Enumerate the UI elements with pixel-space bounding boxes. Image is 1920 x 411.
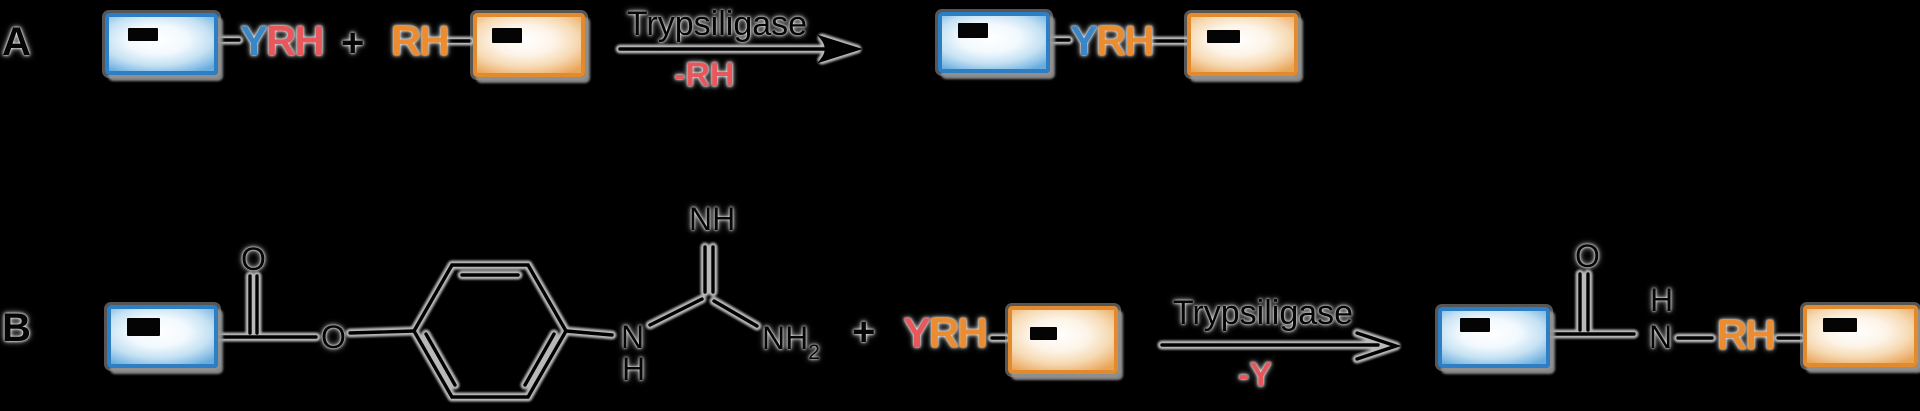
panel-a-label: A	[2, 20, 31, 64]
bond-lines	[216, 34, 1803, 399]
product-linker-rh: RH	[1717, 311, 1776, 358]
linker-yrh: YRH	[240, 17, 325, 64]
linker-letter-h: H	[1124, 17, 1154, 64]
linker-letter-h: H	[294, 17, 324, 64]
aniline-hydrogen-label: H	[622, 351, 646, 387]
ring-double-bond	[424, 332, 457, 387]
linker-rh: RH	[391, 17, 450, 64]
bond	[564, 329, 614, 337]
amine-nh-text: NH	[762, 320, 809, 356]
bond	[348, 329, 416, 335]
panel-b-label: B	[2, 306, 31, 350]
protein-box-blue	[107, 305, 218, 368]
linker-letter-y: Y	[1070, 17, 1098, 64]
bond	[648, 297, 704, 327]
protein-box-orange	[1187, 13, 1298, 76]
enzyme-label: Trypsiligase	[626, 5, 808, 43]
redacted-label-bar	[492, 28, 522, 43]
linker-letter-r: R	[391, 17, 421, 64]
amide-nitrogen-label: N	[1649, 319, 1673, 355]
redacted-label-bar	[1460, 318, 1490, 332]
ring-double-bond	[523, 332, 556, 387]
protein-box-orange	[473, 13, 585, 77]
linker-yrh: YRH	[903, 309, 988, 356]
redacted-label-bar	[127, 318, 160, 336]
bond	[712, 299, 759, 328]
carbonyl-oxygen-label: O	[241, 241, 266, 277]
reaction-arrow-head	[1355, 331, 1402, 361]
protein-box-blue	[938, 12, 1050, 73]
amide-hydrogen-label: H	[1650, 282, 1674, 318]
linker-letter-h: H	[419, 17, 449, 64]
product-linker-yrh: YRH	[1070, 17, 1155, 64]
protein-box-blue	[1438, 307, 1550, 368]
plus-sign: +	[852, 310, 876, 354]
linker-letter-y: Y	[240, 17, 268, 64]
byproduct-label: -RH	[674, 56, 735, 94]
linker-letter-y: Y	[903, 309, 931, 356]
protein-box-orange	[1803, 305, 1918, 367]
redacted-label-bar	[958, 23, 988, 38]
redacted-label-bar	[1823, 318, 1857, 332]
redacted-label-bar	[1030, 327, 1057, 340]
plus-sign: +	[341, 21, 365, 65]
carbonyl-oxygen-label: O	[1575, 238, 1600, 274]
aniline-nitrogen-label: N	[621, 319, 645, 355]
linker-letter-r: R	[1717, 311, 1747, 358]
enzyme-label: Trypsiligase	[1172, 294, 1354, 332]
amine-nh2-label: NH2	[762, 320, 820, 363]
imine-nh-label: NH	[689, 201, 736, 237]
linker-letter-h: H	[957, 309, 987, 356]
redacted-label-bar	[128, 28, 158, 41]
linker-letter-h: H	[1745, 311, 1775, 358]
redacted-label-bar	[1207, 30, 1240, 43]
linker-letter-r: R	[929, 309, 959, 356]
protein-box-blue	[105, 13, 218, 75]
linker-letter-r: R	[1096, 17, 1126, 64]
protein-box-orange	[1008, 306, 1118, 374]
reaction-arrow-head	[817, 34, 863, 64]
byproduct-label: -Y	[1238, 356, 1272, 394]
ester-oxygen-label: O	[321, 319, 346, 355]
linker-letter-r: R	[266, 17, 296, 64]
amine-subscript: 2	[808, 341, 820, 364]
